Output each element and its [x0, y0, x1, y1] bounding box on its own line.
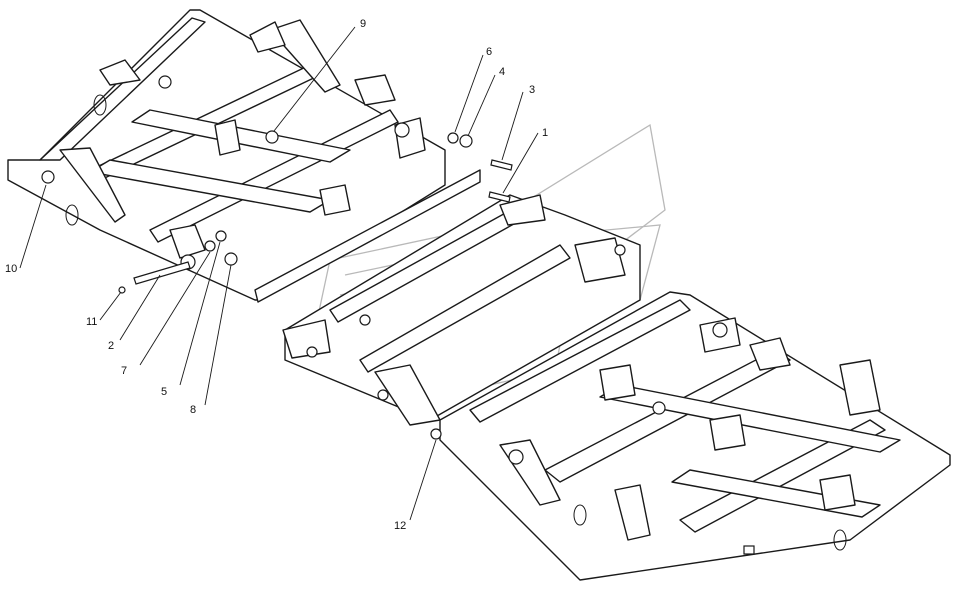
middle-linkage-assembly [282, 194, 641, 426]
callout-12: 12 [394, 520, 406, 532]
callout-3: 3 [529, 84, 535, 96]
bushing [224, 252, 238, 266]
callout-1: 1 [542, 127, 548, 139]
callout-8: 8 [190, 404, 196, 416]
nut [447, 132, 459, 144]
bolt [490, 159, 513, 171]
callout-7: 7 [121, 365, 127, 377]
callout-2: 2 [108, 340, 114, 352]
washer [204, 240, 216, 252]
callout-10: 10 [5, 263, 17, 275]
hardware-parts [118, 132, 513, 294]
callout-9: 9 [360, 18, 366, 30]
callout-4: 4 [499, 66, 505, 78]
cotter-pin [118, 286, 126, 294]
leader-lines [19, 26, 539, 521]
washer [215, 230, 227, 242]
washer [459, 134, 473, 148]
callout-labels: 1 2 3 4 5 6 7 8 9 10 11 12 [5, 18, 548, 532]
callout-6: 6 [486, 46, 492, 58]
pin-bolt [133, 261, 191, 285]
upper-frame-assembly [7, 9, 481, 303]
callout-11: 11 [86, 316, 97, 328]
callout-5: 5 [161, 386, 167, 398]
lower-frame-assembly [430, 291, 951, 581]
bolt [488, 191, 511, 203]
